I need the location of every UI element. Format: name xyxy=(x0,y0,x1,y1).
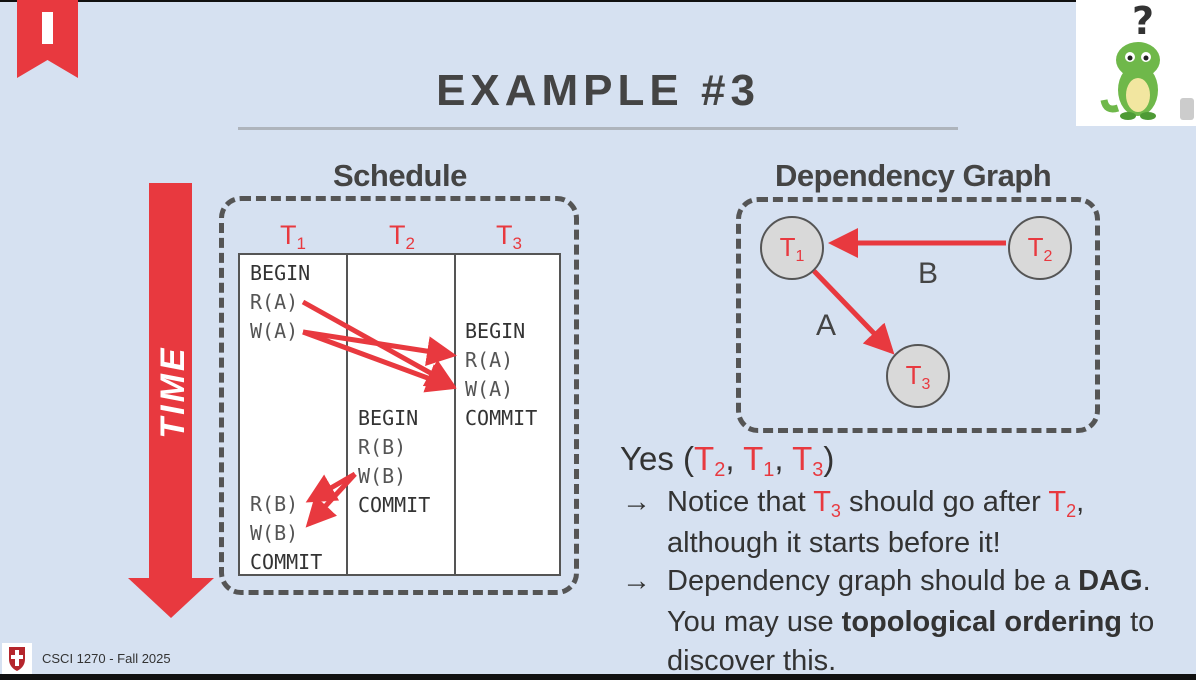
graph-edge-t1-t3 xyxy=(812,269,895,355)
slide-title: EXAMPLE #3 xyxy=(436,66,760,115)
top-edge-bar xyxy=(0,0,1196,2)
bottom-edge-bar xyxy=(0,674,1196,680)
column-divider xyxy=(346,255,348,574)
exclamation-bookmark-icon xyxy=(17,0,78,78)
dependency-graph-title: Dependency Graph xyxy=(775,158,1052,193)
t3-write-a: W(A) xyxy=(465,377,514,401)
column-header-t1: T1 xyxy=(280,220,306,253)
t1-write-a: W(A) xyxy=(250,319,299,343)
answer-heading: Yes (T2, T1, T3) xyxy=(620,440,835,481)
bullet-arrow-icon: → xyxy=(622,486,651,518)
course-footer: CSCI 1270 - Fall 2025 xyxy=(42,651,171,666)
dependency-graph-frame xyxy=(736,197,1100,433)
t3-begin: BEGIN xyxy=(465,319,526,343)
t1-read-a: R(A) xyxy=(250,290,299,314)
graph-node-t2: T2 xyxy=(1008,216,1072,280)
brown-university-seal-icon xyxy=(2,643,32,675)
t3-commit: COMMIT xyxy=(465,406,538,430)
edge-label-a: A xyxy=(816,309,837,342)
t2-read-b: R(B) xyxy=(358,435,407,459)
column-divider xyxy=(454,255,456,574)
t1-write-b: W(B) xyxy=(250,521,299,545)
column-header-t2: T2 xyxy=(389,220,415,253)
t1-commit: COMMIT xyxy=(250,550,323,574)
graph-node-t3: T3 xyxy=(886,344,950,408)
t2-write-b: W(B) xyxy=(358,464,407,488)
schedule-frame xyxy=(219,196,579,595)
graph-node-t1: T1 xyxy=(760,216,824,280)
conflict-arrow-w1a-r3a xyxy=(302,329,457,367)
t3-read-a: R(A) xyxy=(465,348,514,372)
bullet-2-line-2: You may use topological ordering to xyxy=(667,606,1155,638)
conflict-arrow-w2b-w1b xyxy=(305,472,357,528)
bullet-arrow-icon: → xyxy=(622,565,651,597)
column-header-t3: T3 xyxy=(496,220,522,253)
bullet-1-line-2: although it starts before it! xyxy=(667,527,1001,559)
confused-dinosaur-mascot-icon: ? xyxy=(1076,0,1196,126)
time-arrow: TIME xyxy=(128,183,214,618)
title-underline xyxy=(238,127,958,130)
t1-begin: BEGIN xyxy=(250,261,311,285)
schedule-table xyxy=(238,253,561,576)
bullet-2-line-3: discover this. xyxy=(667,645,837,677)
t2-commit: COMMIT xyxy=(358,493,431,517)
svg-text:?: ? xyxy=(1132,0,1154,43)
conflict-arrow-w1a-w3a xyxy=(302,329,457,393)
schedule-title: Schedule xyxy=(333,158,467,193)
t1-read-b: R(B) xyxy=(250,492,299,516)
edge-label-b: B xyxy=(918,257,939,290)
bullet-1-line-1: Notice that T3 should go after T2, xyxy=(667,486,1085,521)
bullet-2-line-1: Dependency graph should be a DAG. xyxy=(667,565,1151,597)
t2-begin: BEGIN xyxy=(358,406,419,430)
time-label: TIME xyxy=(154,345,192,438)
